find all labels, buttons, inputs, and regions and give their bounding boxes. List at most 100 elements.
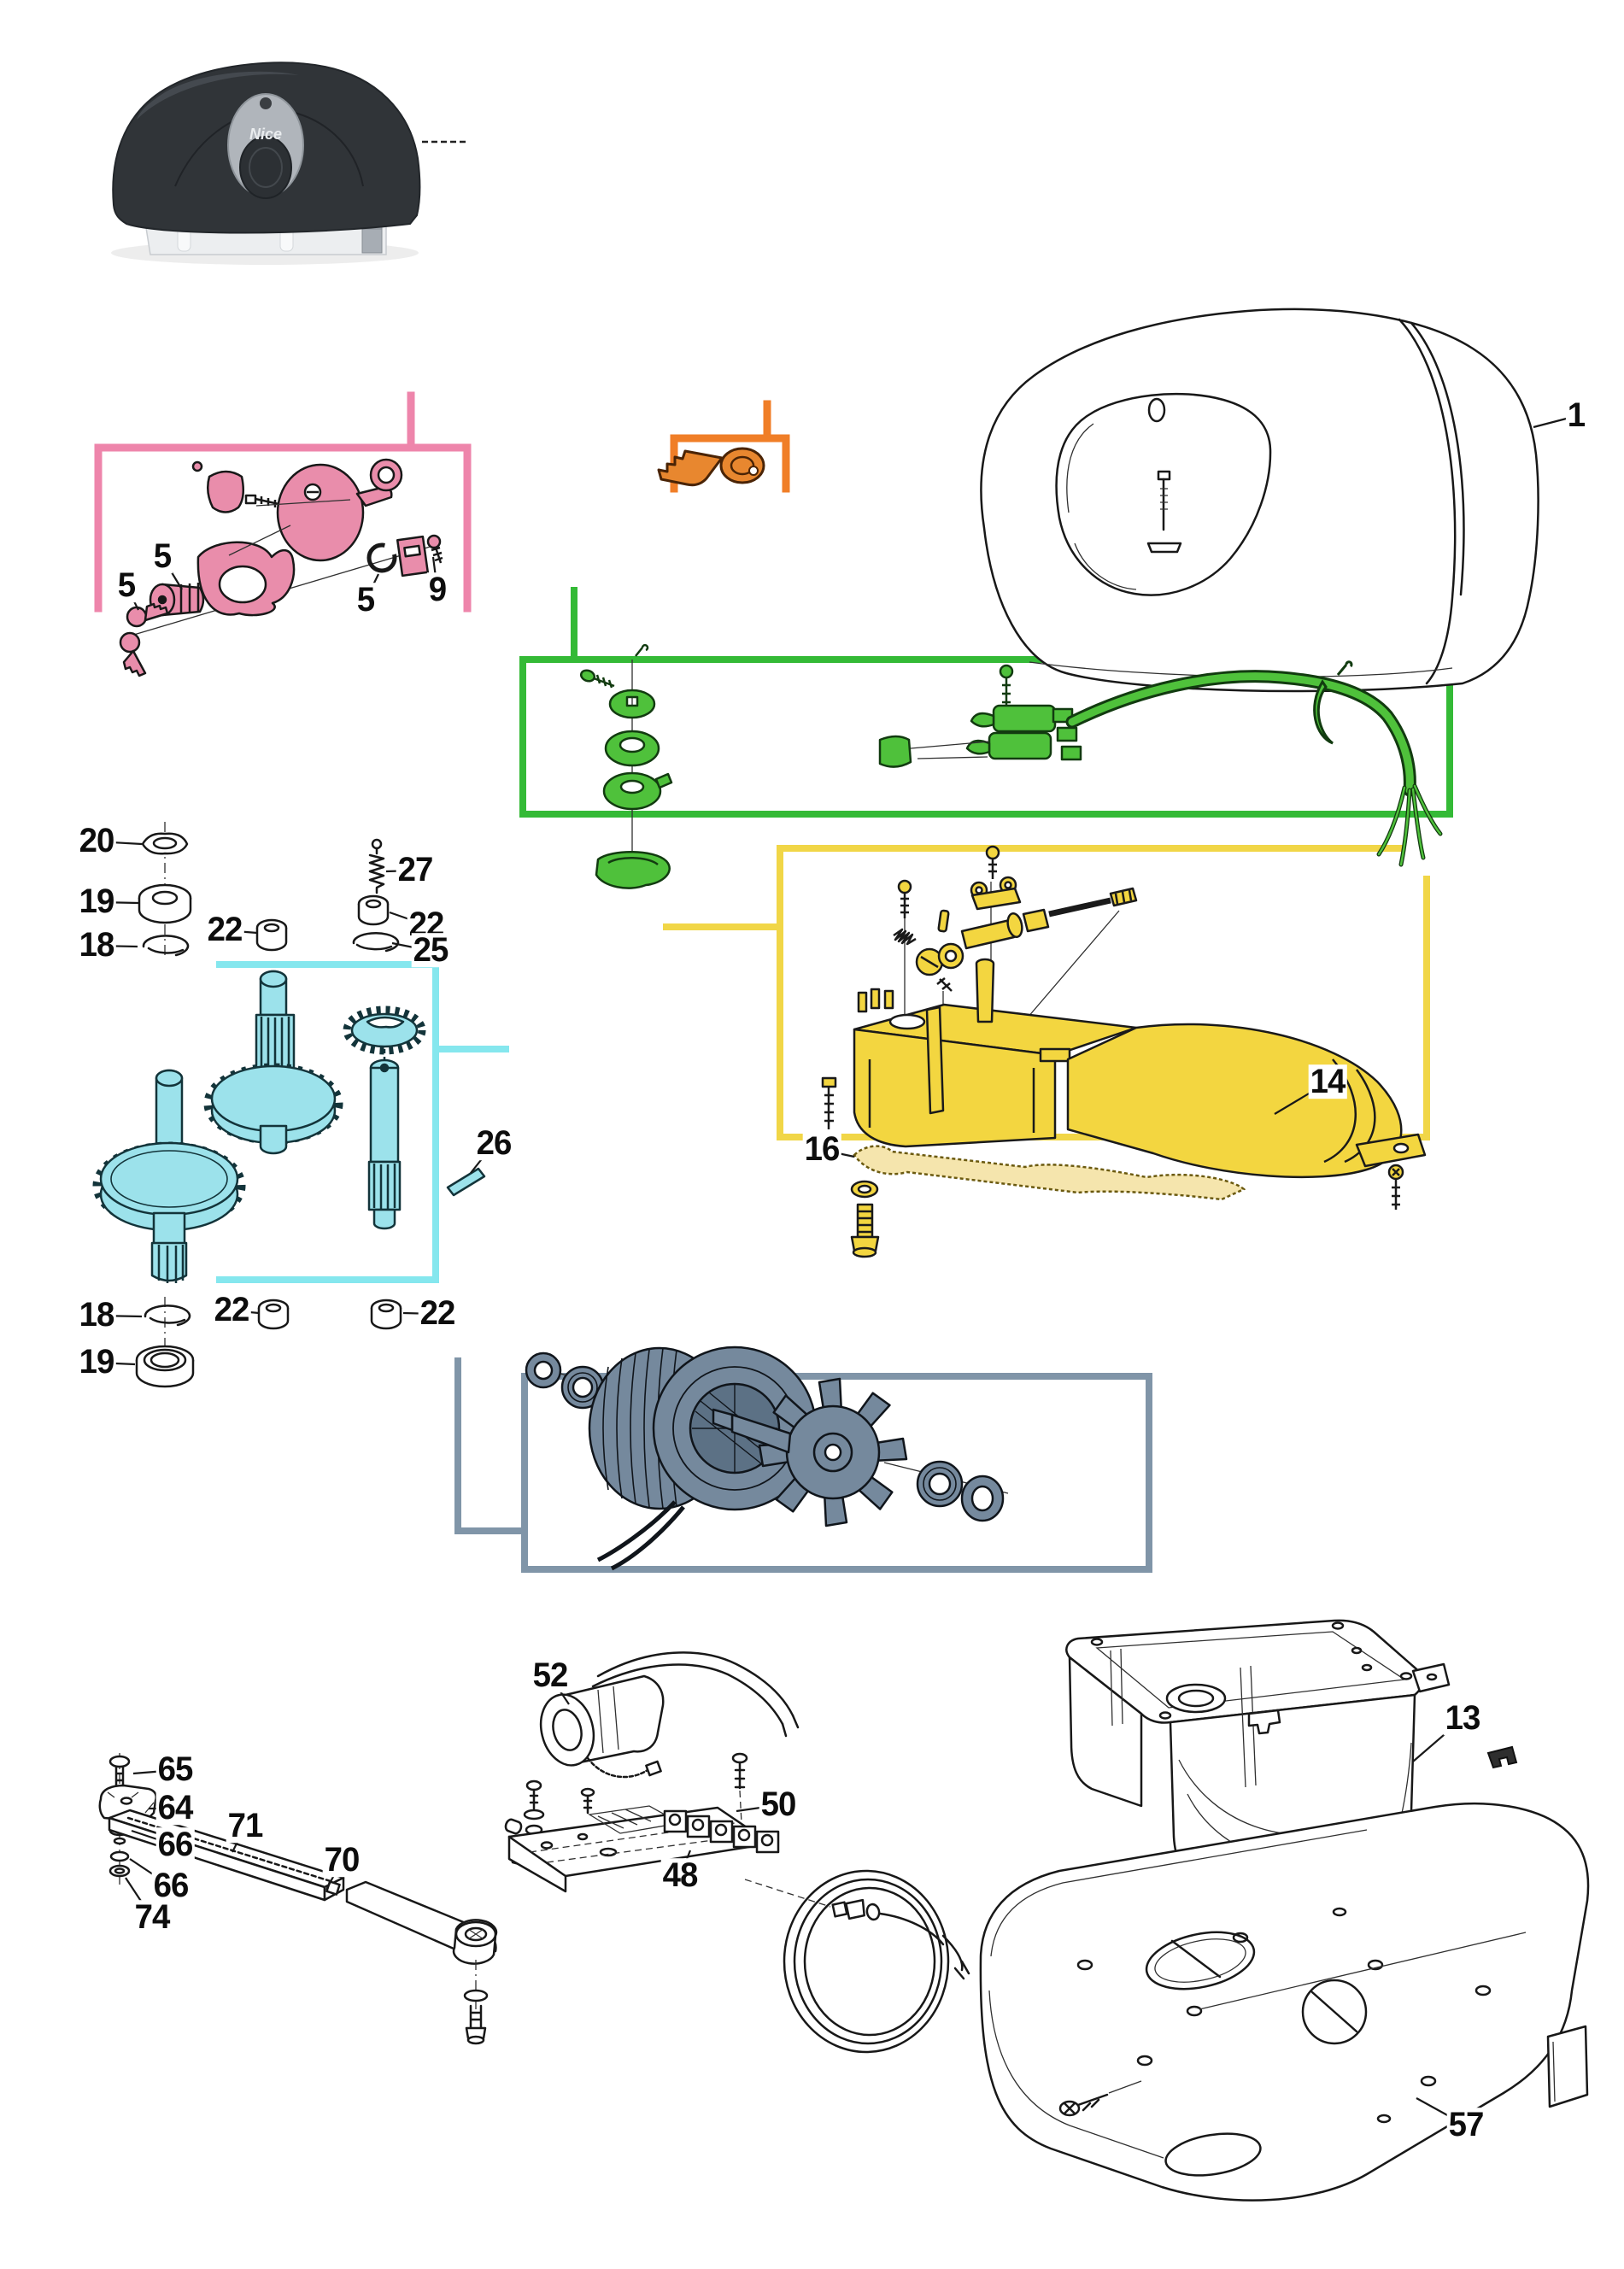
- callout-leader-line: [1412, 1718, 1463, 1762]
- gear-shaft-left: [92, 1069, 246, 1283]
- lock-group-frame: [94, 391, 472, 613]
- emblem-hole-icon: [260, 97, 272, 109]
- gear-assembly: [92, 970, 486, 1283]
- nut-74-icon: [108, 1864, 131, 1878]
- callout-leader-line: [131, 1829, 176, 1847]
- plate-screw-holes: [1076, 1907, 1492, 2124]
- cover-part: [980, 308, 1539, 693]
- callout-leader-line: [470, 1143, 495, 1174]
- wave-washer-icon: [141, 832, 189, 855]
- nice-button: [239, 136, 292, 199]
- clip-icon: [1486, 1745, 1518, 1769]
- capacitor-assembly: [504, 1651, 970, 2054]
- callout-leader-line: [132, 1768, 176, 1775]
- adjuster-screw-icon: [897, 879, 912, 918]
- arm-screw-65: [108, 1755, 131, 1794]
- plate-hole-icon: [1301, 1979, 1368, 2045]
- gasket-16: [853, 1145, 1246, 1201]
- callout-leader-line: [736, 1803, 779, 1813]
- callout-leader-line: [365, 573, 379, 601]
- plate-slot-icon: [1145, 1931, 1256, 1991]
- lock-screw-icon: [244, 494, 284, 507]
- snap-ring-icon: [144, 1305, 191, 1327]
- callout-leader-line: [391, 941, 431, 953]
- callout-leader-line: [224, 929, 258, 935]
- callout-leader-line: [389, 911, 427, 927]
- callout-leader-line: [96, 900, 139, 905]
- base-plate-57: [979, 1802, 1590, 2202]
- rotor-group-frame: [454, 1357, 1152, 1573]
- bushing-icon: [370, 1299, 402, 1330]
- seal-ring-icon: [960, 1475, 1005, 1522]
- callout-leader-line: [231, 1309, 260, 1315]
- rotor: [712, 1377, 908, 1527]
- limit-bracket: [970, 876, 1022, 911]
- bracket-screw-icon: [985, 845, 1000, 879]
- arm-bolt-icon: [465, 2004, 487, 2045]
- terminal-screw-icon: [999, 664, 1014, 713]
- keys-icon: [119, 602, 169, 677]
- callout-leader-line: [325, 1860, 343, 1891]
- cover-screw-icon: [1146, 470, 1182, 554]
- washer-icon: [463, 1989, 489, 2002]
- callout-leader-line: [96, 944, 138, 948]
- key-pin-26: [446, 1167, 486, 1197]
- callout-leader-line: [96, 1361, 136, 1366]
- clamp-screw-icon: [579, 669, 615, 689]
- coil-ring-2: [602, 771, 673, 811]
- cover-hole-icon: [1147, 397, 1166, 423]
- plate-slot-icon: [1164, 2132, 1262, 2177]
- callout-leader-line: [129, 1858, 172, 1887]
- gearbox-assembly: [821, 845, 1427, 1258]
- plate-flange: [1546, 2025, 1589, 2108]
- capacitor-52: [539, 1651, 800, 1779]
- key-icon: [657, 447, 765, 487]
- brand-text: Nice: [249, 126, 282, 143]
- callout-leader-line: [431, 556, 439, 591]
- can-screw-icon: [1387, 1164, 1404, 1210]
- wiring-assembly: [579, 643, 1443, 889]
- lock-assembly: [119, 458, 443, 677]
- spring-icon: [893, 928, 917, 946]
- callout-leader-line: [96, 840, 143, 846]
- bearing-washer-set: [135, 822, 402, 1388]
- bushing-icon: [357, 894, 390, 926]
- callout-leader-line: [678, 1850, 692, 1877]
- bearing-icon: [138, 883, 192, 924]
- motor-internals: [525, 1346, 1009, 1571]
- lock-cylinder: [149, 583, 205, 617]
- lock-housing-front: [276, 463, 365, 562]
- flange-washer-icon: [850, 1180, 879, 1199]
- nice-button-ring: [249, 147, 283, 188]
- coil-ring-1: [604, 730, 660, 767]
- callout-leader-line: [126, 585, 139, 611]
- bushing-icon: [257, 1299, 290, 1330]
- vent-stem: [975, 958, 995, 1023]
- release-cable: [744, 1869, 970, 2054]
- snap-ring-icon: [142, 935, 190, 957]
- flange-bolt-icon: [850, 1203, 880, 1258]
- cable-harness: [1065, 660, 1443, 867]
- bearing-icon: [135, 1345, 195, 1388]
- crank-arm-70: [345, 1880, 498, 1965]
- callout-leader-line: [125, 1877, 153, 1919]
- gear-shaft-right: [343, 1006, 426, 1230]
- callout-leader-line: [549, 1675, 570, 1705]
- housing-sheen: [137, 71, 299, 120]
- worm-shaft: [960, 887, 1138, 950]
- stator-coil: [588, 1346, 818, 1571]
- bearing-icon: [560, 1365, 605, 1410]
- o-ring-icon: [369, 458, 403, 492]
- plate-screw-icon: [1058, 2080, 1142, 2117]
- callout-leader-line: [1416, 2097, 1467, 2126]
- retaining-ring-icon: [366, 542, 397, 573]
- callout-leader-line: [1533, 414, 1577, 429]
- bearing-icon: [916, 1460, 964, 1508]
- motor-group-frame: [663, 845, 1430, 1140]
- callout-leader-line: [161, 556, 183, 590]
- snap-ring-icon: [352, 932, 400, 953]
- base-bracket-tab: [1247, 1709, 1281, 1735]
